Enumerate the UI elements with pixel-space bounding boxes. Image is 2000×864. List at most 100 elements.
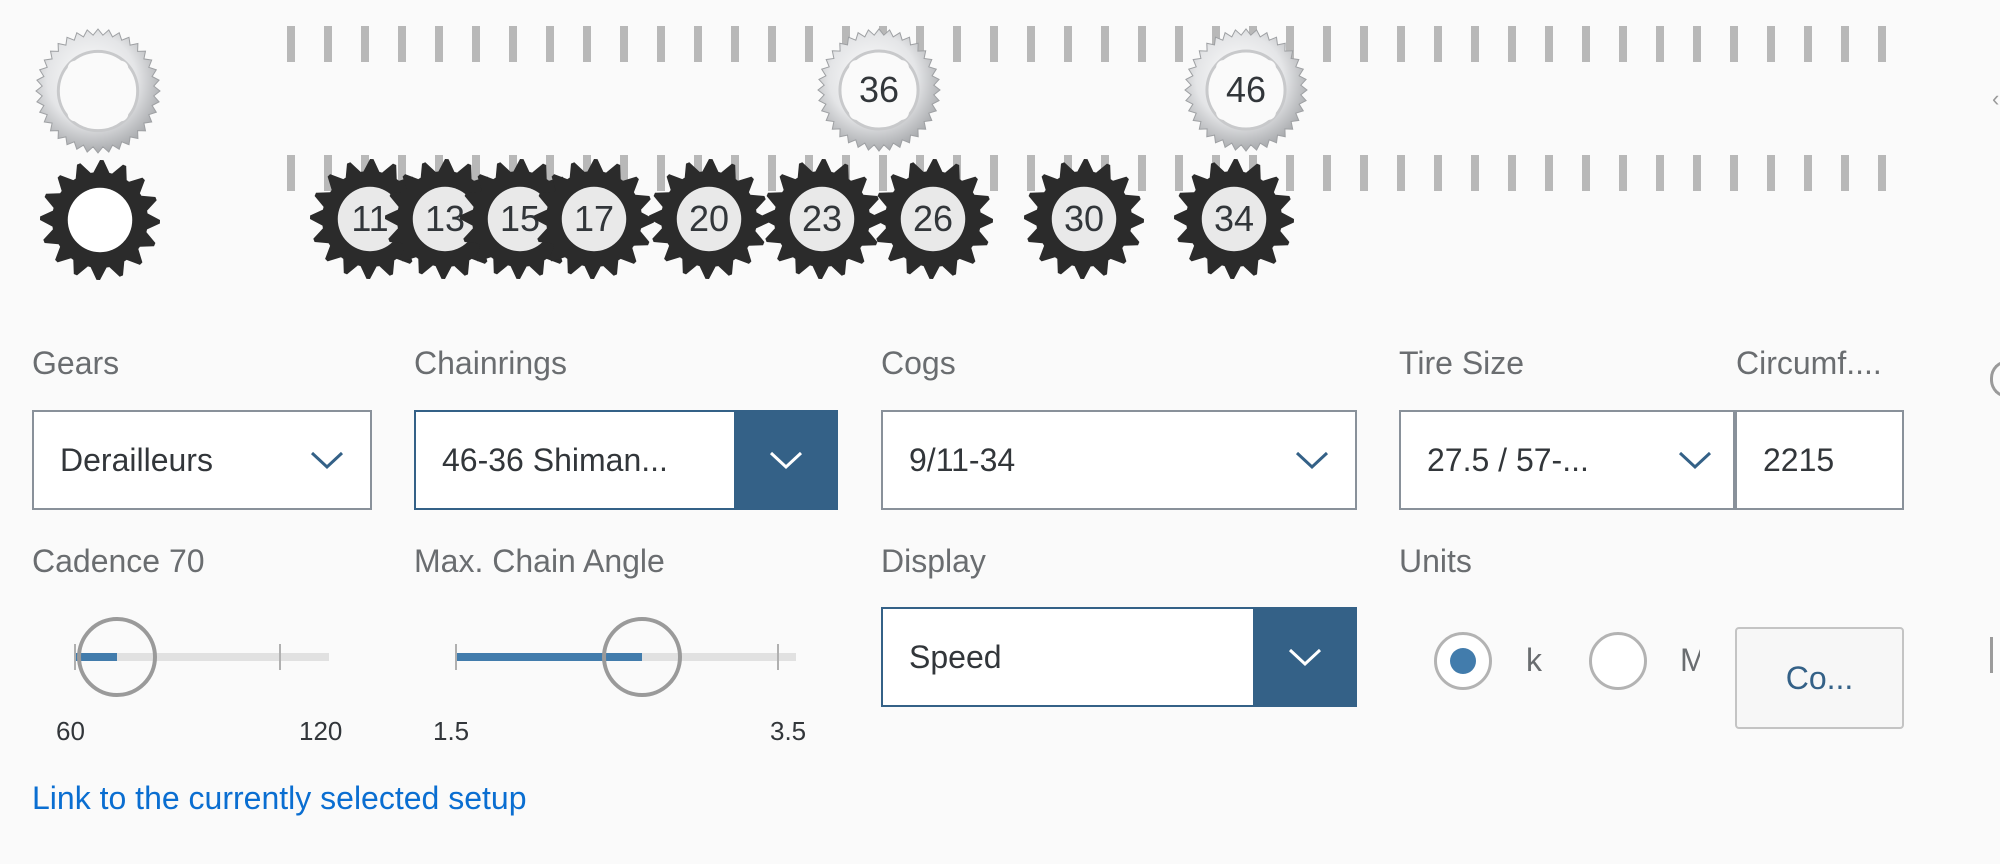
position-tick — [805, 26, 813, 62]
position-tick — [1323, 26, 1331, 62]
cog-11[interactable]: 11 — [308, 157, 432, 281]
position-tick — [1619, 155, 1627, 191]
position-tick — [435, 26, 443, 62]
position-tick — [1767, 155, 1775, 191]
cadence-slider-handle[interactable] — [77, 617, 157, 697]
position-tick — [953, 26, 961, 62]
position-tick — [1434, 26, 1442, 62]
position-tick — [1471, 26, 1479, 62]
cog-23-label: 23 — [801, 198, 843, 239]
chainring-outline-icon[interactable] — [34, 27, 162, 155]
position-tick — [1175, 26, 1183, 62]
chain-angle-min-label: 1.5 — [433, 716, 470, 746]
position-tick — [657, 155, 665, 191]
cog-11-label: 11 — [351, 198, 389, 239]
cadence-slider-track[interactable] — [75, 653, 329, 661]
position-tick — [361, 26, 369, 62]
position-tick — [1693, 155, 1701, 191]
position-tick — [324, 26, 332, 62]
units-radio-k-label: k — [1526, 642, 1542, 678]
position-tick — [1397, 26, 1405, 62]
cog-34[interactable]: 34 — [1172, 157, 1296, 281]
units-radio-m[interactable] — [1589, 632, 1647, 690]
cadence-min-tick — [74, 644, 76, 670]
position-tick — [1841, 155, 1849, 191]
tire-size-select[interactable]: 27.5 / 57-... — [1399, 410, 1735, 510]
position-tick — [1360, 155, 1368, 191]
cog-20[interactable]: 20 — [647, 157, 771, 281]
display-value: Speed — [909, 638, 1002, 675]
position-tick — [620, 26, 628, 62]
position-tick — [879, 155, 887, 191]
circumference-input[interactable]: 2215 — [1735, 410, 1904, 510]
chainring-36[interactable]: 36 — [816, 27, 942, 153]
position-tick — [1101, 26, 1109, 62]
position-tick — [1545, 26, 1553, 62]
position-tick — [546, 155, 554, 191]
cogs-select[interactable]: 9/11-34 — [881, 410, 1357, 510]
cog-23[interactable]: 23 — [760, 157, 884, 281]
cog-30-label: 30 — [1063, 198, 1105, 239]
partial-edge-icon — [1990, 360, 2000, 398]
cog-34-label: 34 — [1213, 198, 1255, 239]
position-tick — [990, 26, 998, 62]
chainrings-label: Chainrings — [414, 345, 567, 381]
cogs-label: Cogs — [881, 345, 956, 381]
position-tick — [768, 155, 776, 191]
position-tick — [1878, 26, 1886, 62]
cog-30[interactable]: 30 — [1022, 157, 1146, 281]
position-tick — [583, 26, 591, 62]
cog-26[interactable]: 26 — [871, 157, 995, 281]
gears-value: Derailleurs — [60, 441, 213, 478]
chevron-down-icon[interactable] — [734, 410, 838, 510]
chainring-46[interactable]: 46 — [1183, 27, 1309, 153]
chevron-down-icon[interactable] — [1253, 607, 1357, 707]
chain-angle-slider-fill — [456, 653, 642, 661]
cog-20-label: 20 — [688, 198, 730, 239]
position-tick — [1286, 26, 1294, 62]
chainring-46-label: 46 — [1225, 69, 1267, 110]
chain-angle-min-tick — [455, 644, 457, 670]
cog-15[interactable]: 15 — [458, 157, 582, 281]
position-tick — [287, 155, 295, 191]
cog-15-label: 15 — [499, 198, 541, 239]
chevron-down-icon[interactable] — [1267, 410, 1357, 510]
position-tick — [1767, 26, 1775, 62]
position-tick — [916, 26, 924, 62]
position-tick — [1804, 26, 1812, 62]
position-tick — [1175, 155, 1183, 191]
cog-outline-icon[interactable] — [38, 158, 162, 282]
position-tick — [1730, 26, 1738, 62]
chevron-down-icon[interactable] — [282, 410, 372, 510]
position-tick — [1841, 26, 1849, 62]
units-radio-m-label: M — [1680, 642, 1700, 678]
chainring-36-label: 36 — [858, 69, 900, 110]
position-tick — [1582, 155, 1590, 191]
position-tick — [1804, 155, 1812, 191]
tire-size-value: 27.5 / 57-... — [1427, 441, 1589, 478]
compare-button[interactable]: Co... — [1735, 627, 1904, 729]
selected-setup-link[interactable]: Link to the currently selected setup — [32, 780, 527, 816]
position-tick — [546, 26, 554, 62]
position-tick — [1730, 155, 1738, 191]
cog-17[interactable]: 17 — [532, 157, 656, 281]
position-tick — [1434, 155, 1442, 191]
units-radio-k[interactable] — [1434, 632, 1492, 690]
cogs-value: 9/11-34 — [909, 441, 1016, 478]
position-tick — [1545, 155, 1553, 191]
chain-angle-slider-handle[interactable] — [602, 617, 682, 697]
chain-angle-max-label: 3.5 — [770, 716, 807, 746]
position-tick — [1582, 26, 1590, 62]
cog-13[interactable]: 13 — [383, 157, 507, 281]
position-tick — [657, 26, 665, 62]
position-tick — [1027, 26, 1035, 62]
position-tick — [694, 26, 702, 62]
chainrings-select[interactable]: 46-36 Shiman... — [414, 410, 838, 510]
chevron-down-icon[interactable] — [1655, 410, 1735, 510]
gears-select[interactable]: Derailleurs — [32, 410, 372, 510]
display-label: Display — [881, 543, 986, 579]
chain-angle-label: Max. Chain Angle — [414, 543, 665, 579]
display-select[interactable]: Speed — [881, 607, 1357, 707]
position-tick — [1508, 155, 1516, 191]
partial-edge-bar — [1990, 637, 1993, 673]
